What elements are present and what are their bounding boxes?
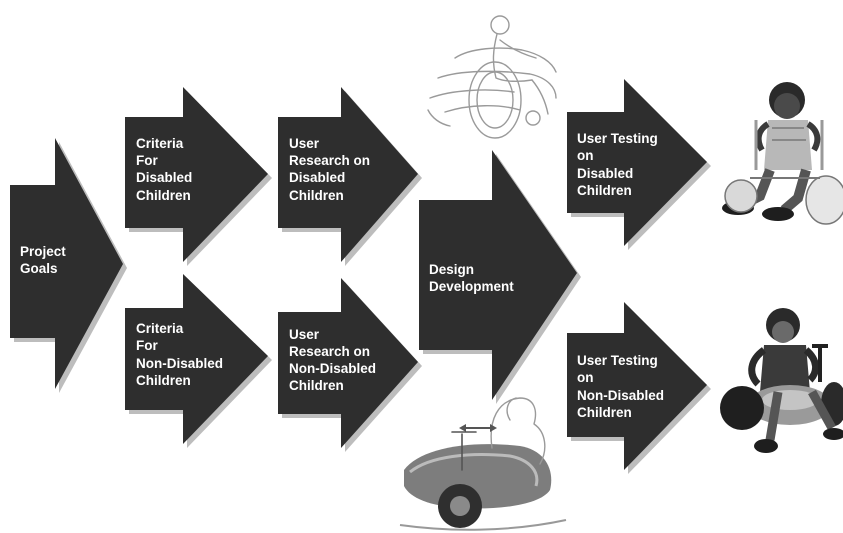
label-line: Development bbox=[429, 279, 514, 294]
label-design-development: Design Development bbox=[429, 262, 514, 294]
label-line: Children bbox=[289, 188, 344, 203]
label-line: Children bbox=[577, 183, 632, 198]
label-line: on bbox=[577, 370, 594, 385]
label-line: Disabled bbox=[577, 166, 633, 181]
label-line: Criteria bbox=[136, 136, 184, 151]
label-line: For bbox=[136, 338, 158, 353]
wheelchair-sketch-icon bbox=[427, 15, 557, 139]
label-testing-disabled: User Testing on Disabled Children bbox=[577, 131, 662, 198]
label-criteria-non-disabled: Criteria For Non-Disabled Children bbox=[136, 321, 227, 388]
label-line: Disabled bbox=[136, 170, 192, 185]
label-line: Disabled bbox=[289, 170, 345, 185]
label-line: on bbox=[577, 148, 594, 163]
arrow-criteria-disabled: Criteria For Disabled Children bbox=[125, 87, 272, 266]
label-line: Children bbox=[289, 378, 344, 393]
arrow-testing-non-disabled: User Testing on Non-Disabled Children bbox=[567, 302, 711, 474]
child-photo-icon bbox=[722, 82, 843, 225]
arrow-research-non-disabled: User Research on Non-Disabled Children bbox=[278, 278, 422, 452]
label-line: Project bbox=[20, 244, 66, 259]
label-line: Children bbox=[577, 405, 632, 420]
label-criteria-disabled: Criteria For Disabled Children bbox=[136, 136, 196, 203]
label-line: Design bbox=[429, 262, 474, 277]
label-line: Non-Disabled bbox=[577, 388, 664, 403]
label-line: For bbox=[136, 153, 158, 168]
label-project-goals: Project Goals bbox=[20, 244, 70, 276]
arrow-research-disabled: User Research on Disabled Children bbox=[278, 87, 422, 266]
label-line: Non-Disabled bbox=[136, 356, 223, 371]
label-line: Criteria bbox=[136, 321, 184, 336]
arrow-project-goals: Project Goals bbox=[10, 138, 127, 393]
label-line: User bbox=[289, 327, 320, 342]
label-line: Children bbox=[136, 373, 191, 388]
label-testing-non-disabled: User Testing on Non-Disabled Children bbox=[577, 353, 668, 420]
ride-on-toy-render-icon bbox=[399, 397, 567, 531]
label-line: User Testing bbox=[577, 353, 658, 368]
label-line: Research on bbox=[289, 344, 370, 359]
label-line: Non-Disabled bbox=[289, 361, 376, 376]
arrow-design-development: Design Development bbox=[419, 150, 581, 404]
label-research-non-disabled: User Research on Non-Disabled Children bbox=[289, 327, 380, 393]
child-photo-icon bbox=[720, 308, 843, 453]
arrow-criteria-non-disabled: Criteria For Non-Disabled Children bbox=[125, 274, 272, 448]
label-line: User Testing bbox=[577, 131, 658, 146]
arrow-testing-disabled: User Testing on Disabled Children bbox=[567, 79, 711, 250]
label-research-disabled: User Research on Disabled Children bbox=[289, 136, 374, 203]
label-line: User bbox=[289, 136, 320, 151]
label-line: Goals bbox=[20, 261, 58, 276]
label-line: Research on bbox=[289, 153, 370, 168]
label-line: Children bbox=[136, 188, 191, 203]
